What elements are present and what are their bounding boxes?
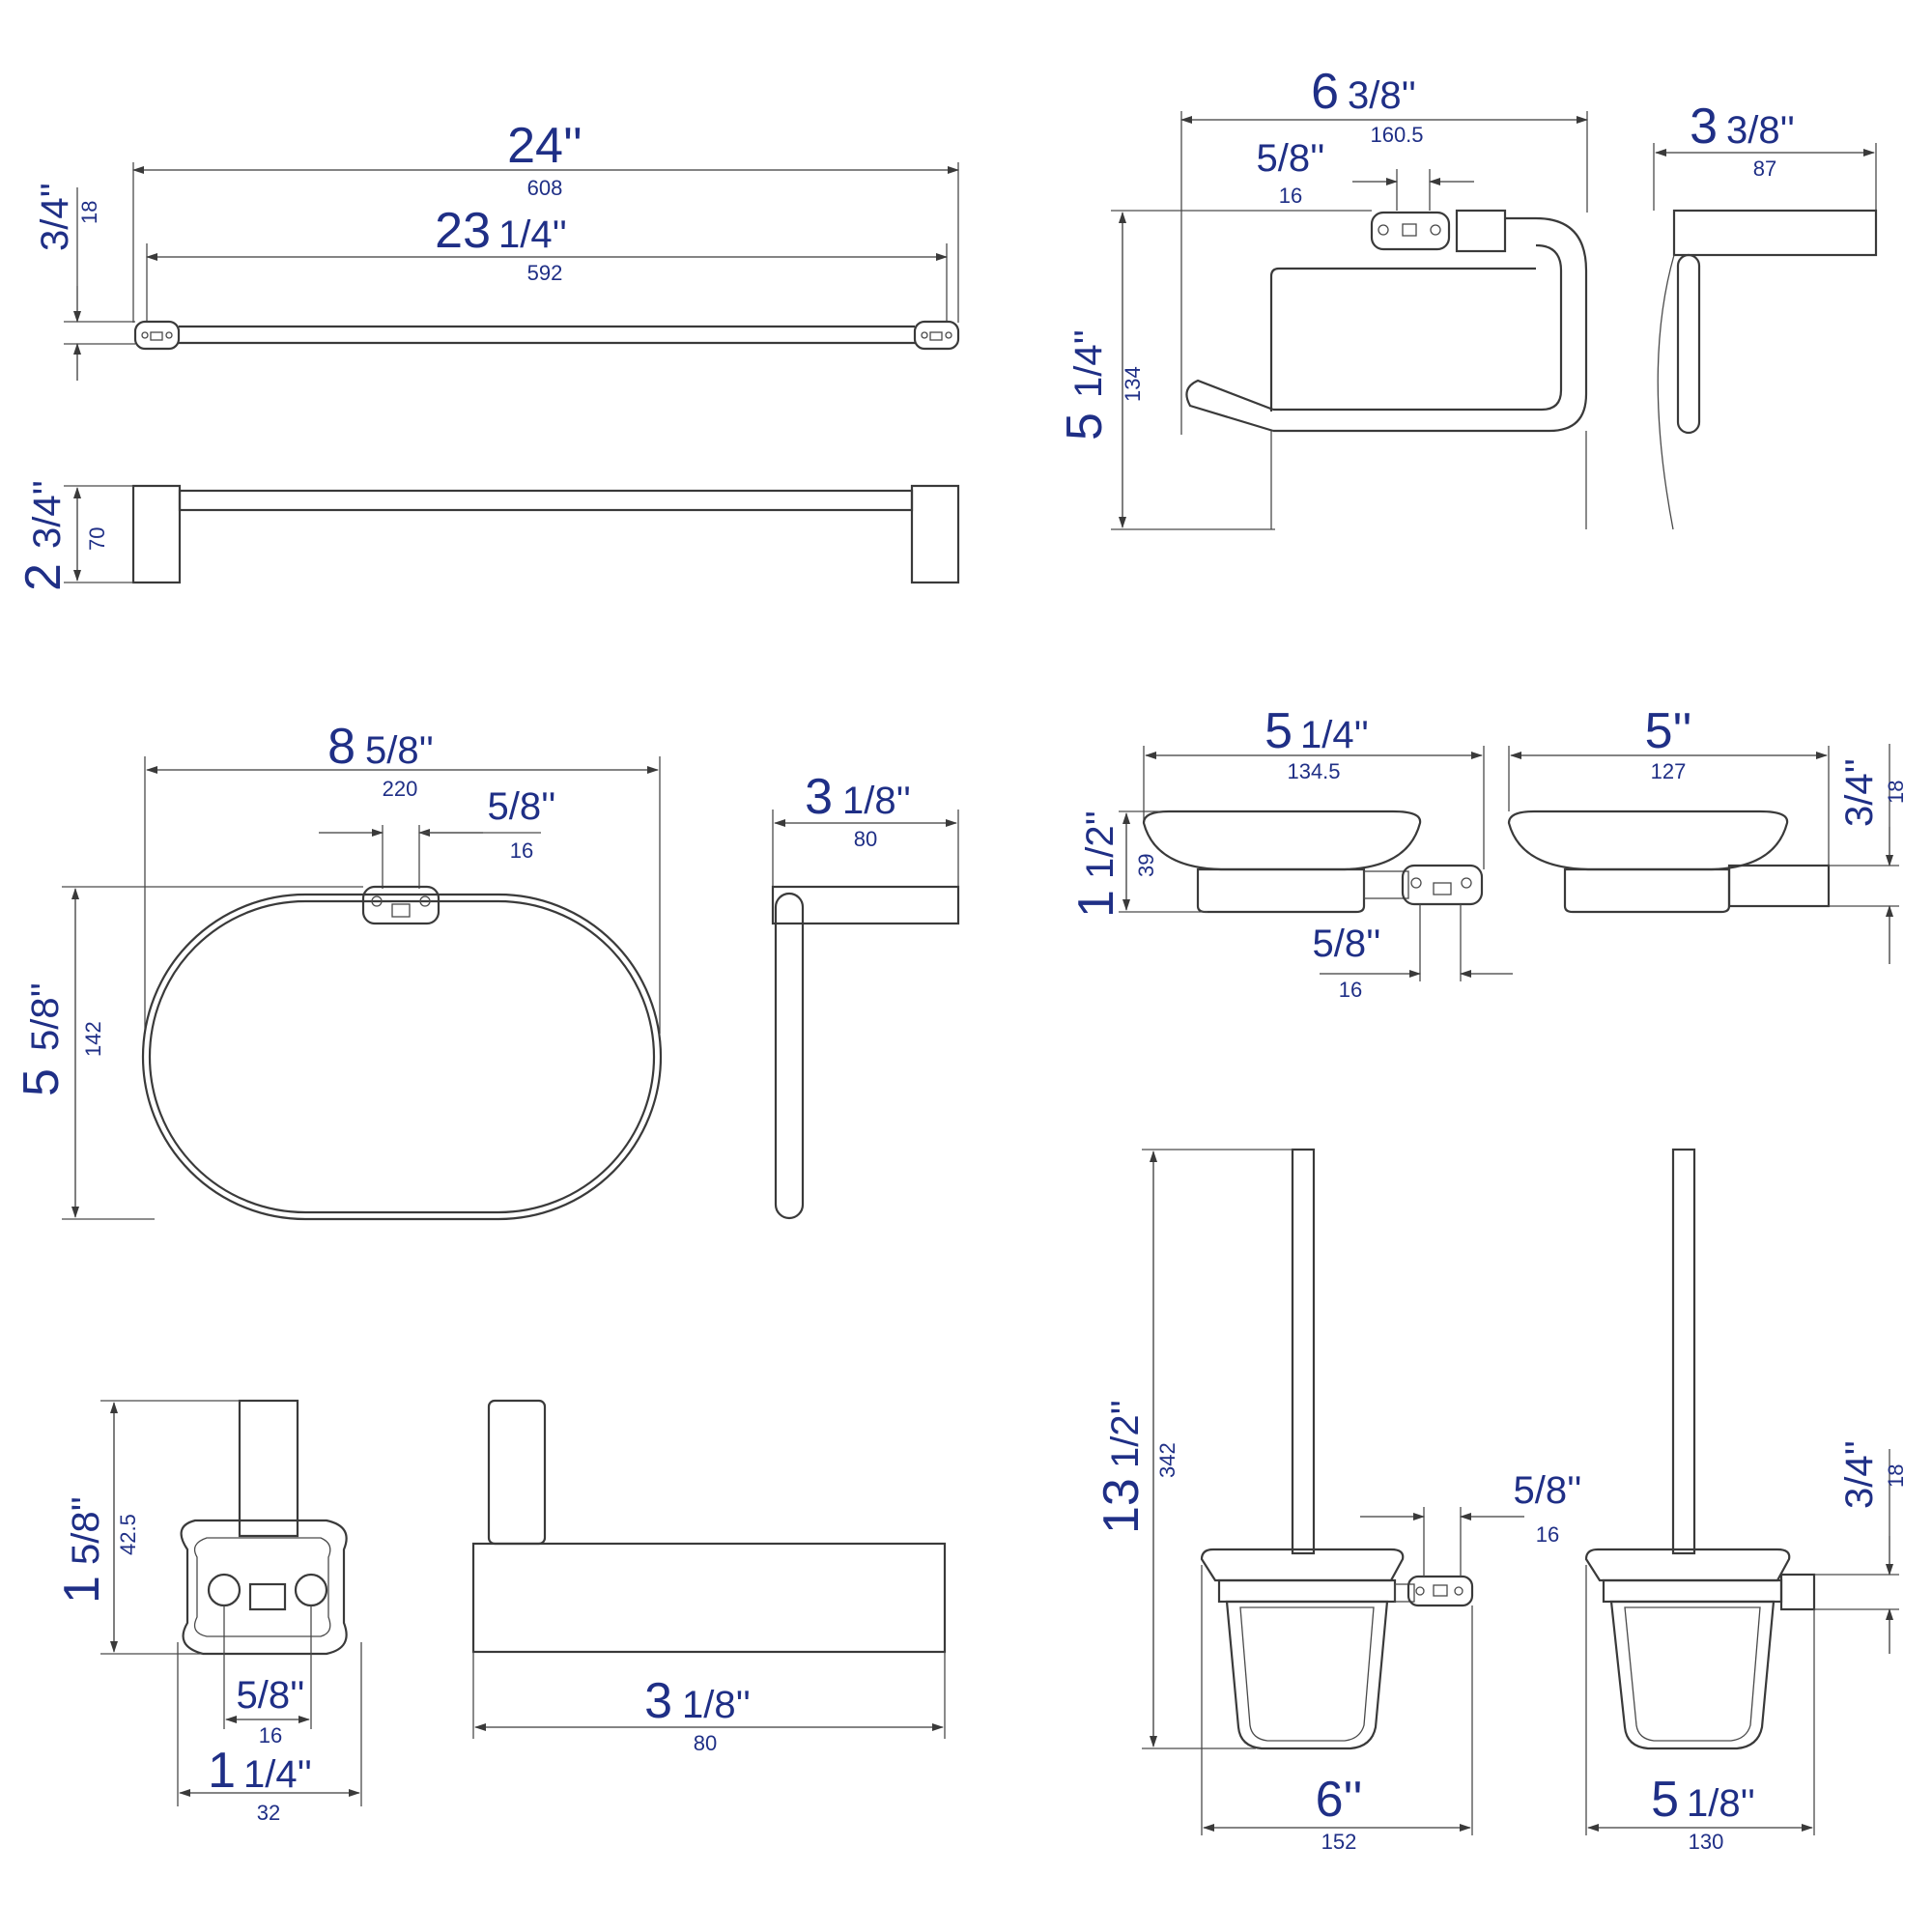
paper-holder-width-mm: 160.5: [1370, 123, 1423, 147]
paper-holder-depth-mm: 87: [1753, 156, 1776, 181]
toilet-brush-height-mm: 342: [1155, 1442, 1179, 1478]
towel-ring-mount-mm: 16: [510, 838, 533, 863]
robe-hook-mount-inch: 5/8'': [237, 1674, 305, 1717]
towel-ring-depth-inch-frac: 1/8'': [842, 780, 911, 822]
soap-dish-mount-mm: 16: [1339, 978, 1362, 1002]
robe-hook-height-inch-whole: 1: [54, 1576, 110, 1604]
robe-hook-depth-inch-frac: 1/8'': [682, 1684, 751, 1726]
robe-hook-width-inch-whole: 1: [208, 1743, 236, 1799]
toilet-brush-depth-inch-frac: 1/8'': [1687, 1782, 1755, 1825]
towel-ring-width-inch-whole: 8: [327, 719, 355, 775]
towel-ring-height-inch-frac: 5/8'': [24, 982, 67, 1051]
towel-bar-height-mm: 70: [85, 527, 109, 551]
toilet-brush-mount-inch: 5/8'': [1514, 1469, 1582, 1512]
paper-holder-height-inch-frac: 1/4'': [1067, 329, 1110, 398]
soap-dish-front-view: 5 1/4'' 134.5 1 1/2'' 39 5/8'' 16: [1068, 703, 1513, 1002]
soap-dish-bracket-inch: 3/4'': [1838, 758, 1881, 827]
robe-hook-side-view: 3 1/8'' 80: [471, 1399, 947, 1755]
paper-holder-height-inch-whole: 5: [1057, 412, 1113, 440]
soap-dish-width-inch-whole: 5: [1264, 703, 1293, 759]
towel-ring-depth-mm: 80: [854, 827, 877, 851]
robe-hook-width-inch-frac: 1/4'': [243, 1753, 312, 1796]
toilet-brush-bracket-inch: 3/4'': [1838, 1440, 1881, 1509]
towel-ring-height-inch-whole: 5: [14, 1068, 70, 1096]
towel-bar-span-inch-whole: 23: [435, 203, 491, 259]
robe-hook-mount-mm: 16: [259, 1723, 282, 1747]
soap-dish-height-inch-frac: 1/2'': [1079, 810, 1122, 879]
towel-ring-height-mm: 142: [81, 1021, 105, 1057]
toilet-brush-depth-mm: 130: [1689, 1830, 1724, 1854]
towel-bar-overall-mm: 608: [527, 176, 563, 200]
towel-ring-width-inch-frac: 5/8'': [365, 729, 434, 772]
paper-holder-depth-inch-whole: 3: [1690, 99, 1718, 155]
toilet-brush-height-inch-whole: 13: [1094, 1478, 1150, 1534]
towel-bar-front-view: 2 3/4'' 70: [15, 480, 960, 591]
paper-holder-width-inch-whole: 6: [1311, 64, 1339, 120]
towel-bar-top-view: 24'' 608 23 1/4'' 592 3/4'' 18: [34, 118, 960, 381]
toilet-brush-side-view: 5 1/8'' 130 3/4'' 18: [1584, 1148, 1908, 1854]
toilet-brush-width-mm: 152: [1321, 1830, 1357, 1854]
towel-bar-span-inch-frac: 1/4'': [498, 213, 567, 256]
paper-holder-width-inch-frac: 3/8'': [1348, 74, 1416, 117]
towel-bar-overall-inch: 24'': [507, 118, 582, 174]
towel-ring-depth-inch-whole: 3: [805, 769, 833, 825]
towel-ring-width-mm: 220: [383, 777, 418, 801]
robe-hook-depth-inch-whole: 3: [644, 1673, 672, 1729]
towel-bar-depth-mm: 18: [77, 201, 101, 224]
robe-hook-front-view: 1 5/8'' 42.5 5/8'' 16 1 1/4'' 32: [54, 1399, 362, 1825]
towel-bar-height-inch-frac: 3/4'': [26, 480, 69, 549]
soap-dish-bracket-mm: 18: [1884, 781, 1908, 804]
toilet-brush-depth-inch-whole: 5: [1651, 1772, 1679, 1828]
soap-dish-width-mm: 134.5: [1287, 759, 1340, 783]
soap-dish-depth-inch: 5'': [1645, 703, 1692, 759]
robe-hook-depth-mm: 80: [694, 1731, 717, 1755]
toilet-brush-height-inch-frac: 1/2'': [1104, 1400, 1147, 1468]
soap-dish-side-view: 5'' 127 3/4'' 18: [1507, 703, 1908, 964]
soap-dish-height-mm: 39: [1134, 854, 1158, 877]
paper-holder-mount-mm: 16: [1279, 184, 1302, 208]
soap-dish-depth-mm: 127: [1651, 759, 1687, 783]
paper-holder-depth-inch-frac: 3/8'': [1726, 109, 1795, 152]
toilet-brush-bracket-mm: 18: [1884, 1464, 1908, 1488]
towel-bar-height-inch-whole: 2: [15, 563, 71, 591]
paper-holder-side-view: 3 3/8'' 87: [1653, 99, 1878, 530]
paper-holder-mount-inch: 5/8'': [1257, 137, 1325, 180]
toilet-brush-width-inch: 6'': [1316, 1772, 1363, 1828]
towel-bar-depth-inch: 3/4'': [34, 183, 76, 251]
towel-ring-front-view: 8 5/8'' 220 5/8'' 16 5 5/8'' 142: [14, 719, 663, 1221]
soap-dish-width-inch-frac: 1/4'': [1300, 714, 1369, 756]
towel-bar-span-mm: 592: [527, 261, 563, 285]
toilet-brush-front-view: 13 1/2'' 342 5/8'' 16 6'' 152: [1094, 1148, 1582, 1854]
robe-hook-width-mm: 32: [257, 1801, 280, 1825]
robe-hook-height-inch-frac: 5/8'': [65, 1496, 107, 1565]
soap-dish-height-inch-whole: 1: [1068, 890, 1124, 918]
robe-hook-height-mm: 42.5: [116, 1514, 140, 1555]
toilet-brush-mount-mm: 16: [1536, 1522, 1559, 1547]
paper-holder-height-mm: 134: [1121, 366, 1145, 402]
paper-holder-front-view: 6 3/8'' 160.5 5/8'' 16 5 1/4'' 134: [1057, 64, 1588, 530]
towel-ring-mount-inch: 5/8'': [488, 785, 556, 828]
soap-dish-mount-inch: 5/8'': [1313, 923, 1381, 965]
towel-ring-side-view: 3 1/8'' 80: [771, 769, 960, 1220]
